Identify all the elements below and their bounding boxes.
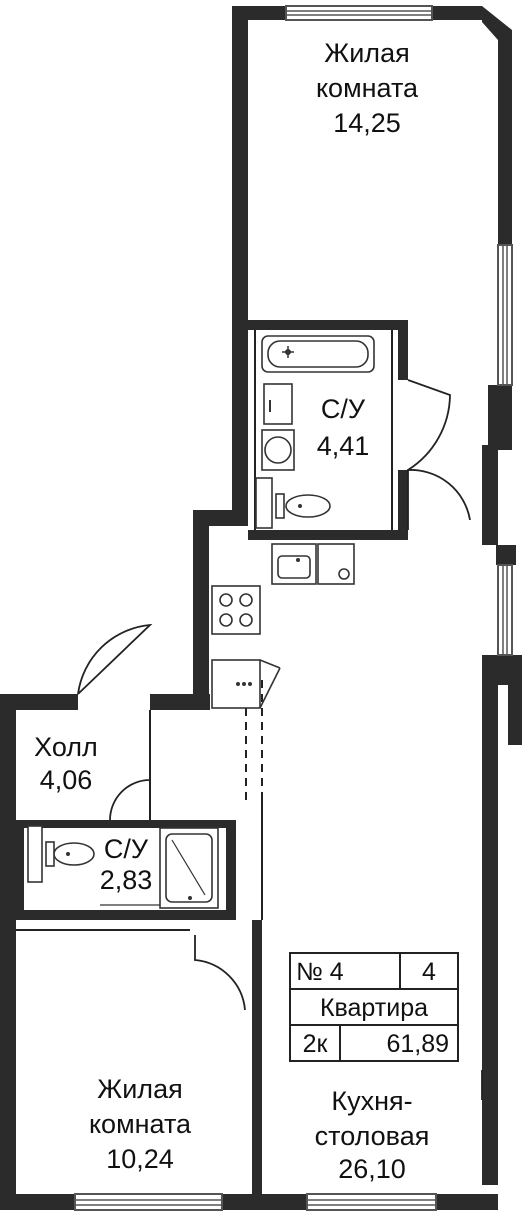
window-icon: [497, 244, 513, 386]
shower-icon: [159, 827, 219, 909]
wall-segment: [232, 6, 248, 511]
door-swing-icon: [194, 935, 246, 1011]
sink-icon: [27, 825, 43, 883]
door-swing-icon: [77, 623, 153, 695]
apartment-type: Квартира: [320, 994, 428, 1022]
room-area-bathroom-2: 2,83: [100, 865, 153, 895]
wall-segment: [482, 445, 498, 545]
wall-segment: [508, 655, 522, 745]
wall-segment: [16, 910, 236, 920]
stove-icon: [211, 659, 281, 709]
doors: [77, 379, 483, 1100]
washing-machine-icon: [263, 383, 293, 425]
wall-segment: [398, 470, 408, 540]
wall-segment: [482, 685, 498, 1185]
wall-segment: [222, 1194, 307, 1210]
bathtub-icon: [261, 335, 375, 373]
apartment-floor: 4: [422, 958, 436, 986]
apartment-info-table: № 4 4 Квартира 2к 61,89: [289, 952, 459, 1062]
room-name-bathroom-2: С/У: [104, 834, 149, 864]
room-area-hall: 4,06: [40, 765, 93, 795]
room-area-kitchen: 26,10: [338, 1154, 406, 1184]
window-icon: [497, 564, 513, 656]
sink-icon: [255, 477, 273, 529]
room-name-bathroom-1: С/У: [321, 394, 366, 424]
room-area-bathroom-1: 4,41: [317, 431, 370, 461]
door-swing-icon: [407, 379, 451, 471]
room-area-living-1: 14,25: [333, 108, 401, 138]
info-table-border: [289, 952, 459, 1062]
fixtures: [27, 335, 375, 909]
washing-machine-icon: [317, 543, 355, 585]
apartment-rooms: 2к: [303, 1030, 329, 1058]
stove-icon: [211, 585, 261, 635]
room-area-living-2: 10,24: [106, 1144, 174, 1174]
wall-segment: [226, 820, 236, 920]
wall-segment: [252, 920, 262, 1195]
room-name-kitchen-line2: столовая: [315, 1121, 430, 1151]
wall-segment: [496, 545, 516, 565]
door-swing-icon: [407, 469, 471, 530]
wall-segment: [0, 694, 16, 1210]
wall-segment: [16, 820, 24, 920]
wall-segment: [432, 6, 482, 20]
window-icon: [74, 1193, 223, 1211]
wall-segment: [398, 320, 408, 380]
room-name-hall: Холл: [34, 732, 98, 762]
walls: [0, 6, 522, 1210]
window-icon: [285, 5, 433, 21]
sink-icon: [271, 543, 317, 585]
toilet-icon: [45, 841, 95, 867]
door-swing-icon: [109, 710, 151, 821]
washing-machine-icon: [261, 429, 295, 471]
room-name-living-2-line1: Жилая: [97, 1074, 182, 1104]
toilet-icon: [275, 493, 331, 519]
wall-segment: [0, 694, 78, 710]
wall-segment: [248, 530, 408, 540]
room-name-kitchen-line1: Кухня-: [331, 1086, 412, 1116]
wall-segment: [488, 385, 512, 450]
wall-segment: [150, 694, 210, 710]
wall-segment: [436, 1194, 498, 1210]
wall-segment: [248, 320, 408, 330]
apartment-total-area: 61,89: [386, 1030, 449, 1058]
wall-segment: [16, 820, 236, 828]
room-name-living-2-line2: комната: [89, 1109, 192, 1139]
apartment-number: № 4: [296, 958, 344, 986]
window-icon: [306, 1193, 437, 1211]
room-labels: Жилая комната 14,25 С/У 4,41 Холл 4,06 С…: [34, 38, 429, 1184]
wall-segment: [482, 6, 512, 245]
room-name-living-1-line1: Жилая: [324, 38, 409, 68]
wall-segment: [193, 510, 209, 710]
wall-segment: [0, 1194, 75, 1210]
room-name-living-1-line2: комната: [316, 73, 419, 103]
windows: [74, 5, 513, 1211]
